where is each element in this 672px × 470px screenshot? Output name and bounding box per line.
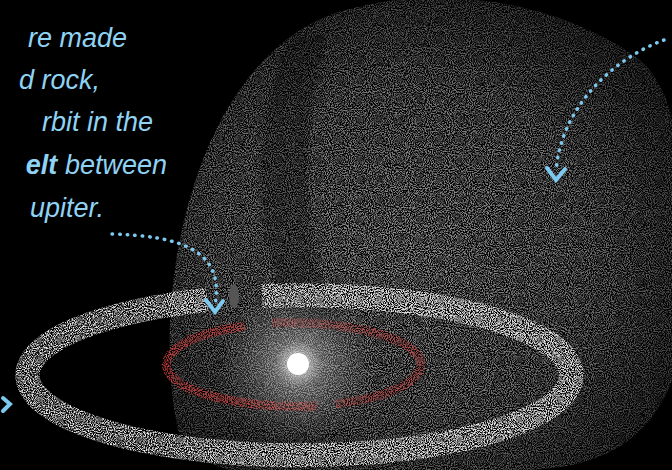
leader-line bbox=[112, 234, 216, 305]
callout-text: d rock, bbox=[19, 65, 100, 95]
sun bbox=[287, 353, 309, 375]
callout-text: elt bbox=[26, 150, 58, 180]
oort-cloud bbox=[170, 0, 672, 470]
callout-text: re made bbox=[28, 23, 127, 53]
callout-line: upiter. bbox=[30, 192, 104, 224]
arrowhead bbox=[547, 168, 565, 180]
arrowhead bbox=[206, 300, 223, 312]
callout-line: re made bbox=[28, 22, 127, 54]
kuiper-belt-cut bbox=[229, 284, 239, 308]
callout-line: d rock, bbox=[19, 64, 100, 96]
callout-text: between bbox=[65, 150, 167, 180]
callout-line: eltbetween bbox=[26, 149, 167, 181]
callout-line: rbit in the bbox=[42, 106, 153, 138]
leader-line bbox=[556, 40, 664, 172]
callout-text: rbit in the bbox=[42, 107, 153, 137]
sun-glow bbox=[218, 284, 378, 444]
arrowhead bbox=[3, 398, 10, 411]
callout-text: upiter. bbox=[30, 193, 104, 223]
